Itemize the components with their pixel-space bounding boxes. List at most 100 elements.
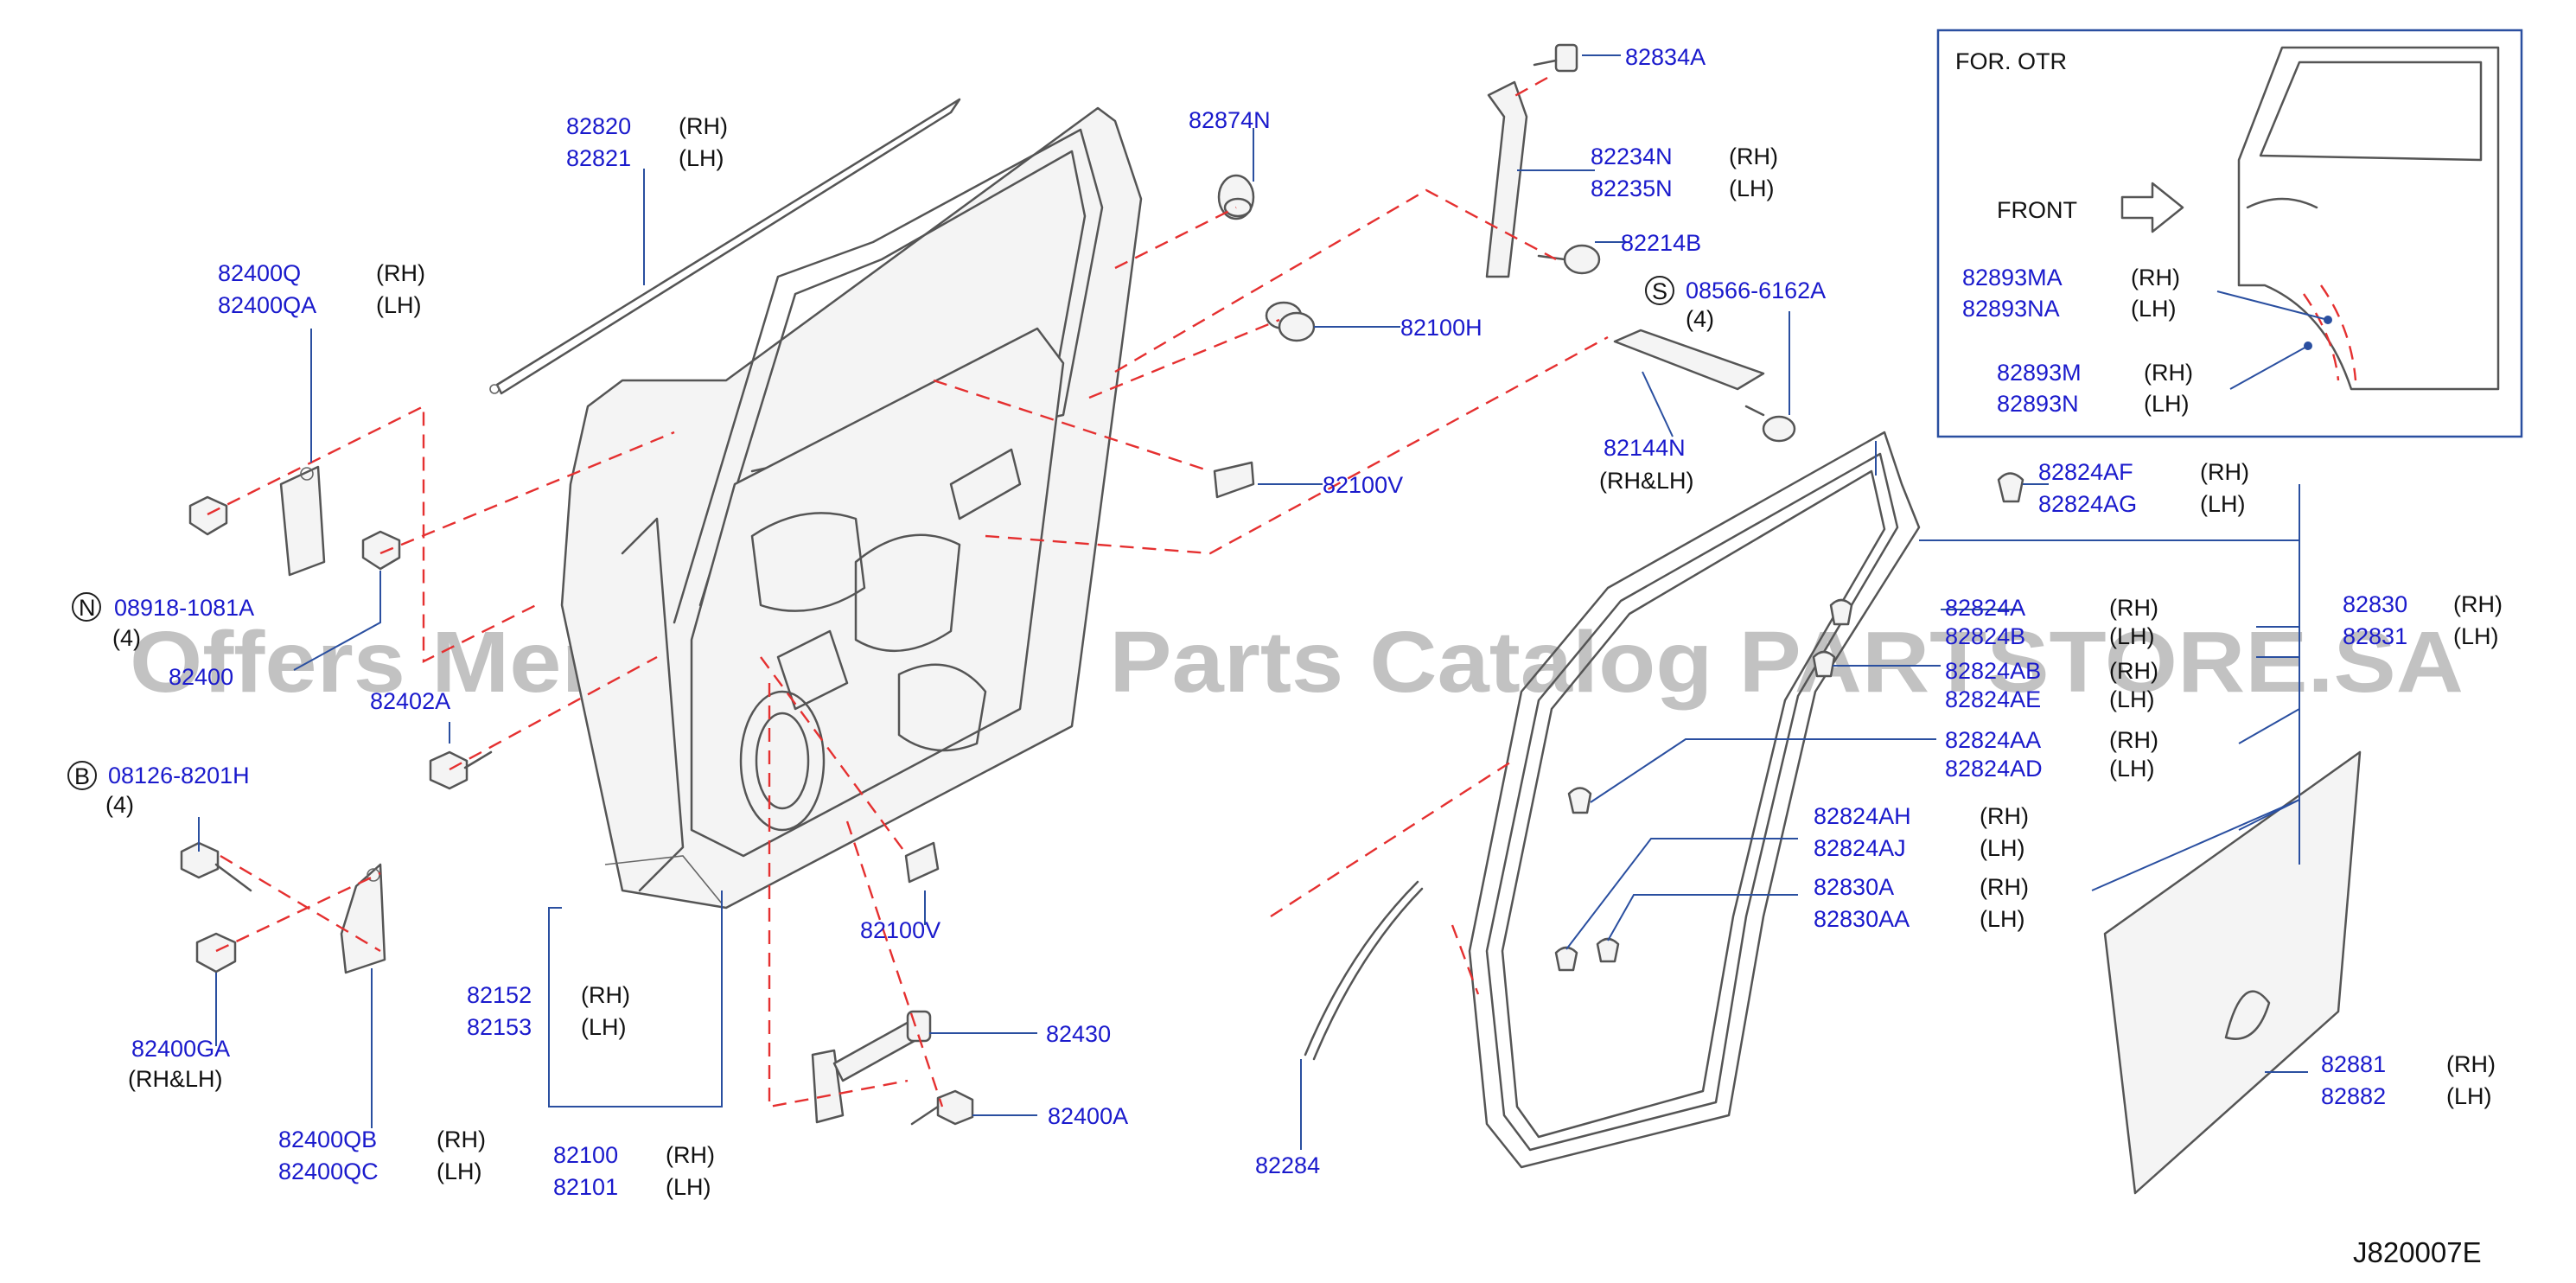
- label-08126-8201H: 08126-8201H: [108, 763, 250, 788]
- bolt-82402A-drawing: [429, 750, 493, 790]
- leader-lines: [198, 54, 2308, 1150]
- side-82400QC: (LH): [437, 1159, 482, 1184]
- side-82400Q: (RH): [376, 260, 425, 286]
- label-82284: 82284: [1255, 1152, 1320, 1178]
- label-08566-6162A: 08566-6162A: [1686, 278, 1826, 303]
- label-82824A: 82824A: [1945, 595, 2025, 621]
- side-82830A: (RH): [1980, 874, 2029, 900]
- bolt-82400A-drawing: [910, 1089, 974, 1126]
- s-circle-icon: [1645, 276, 1674, 305]
- side-82824A: (RH): [2109, 595, 2158, 621]
- side-82881: (RH): [2446, 1051, 2496, 1077]
- label-82100H: 82100H: [1400, 315, 1482, 341]
- side-82830: (RH): [2453, 591, 2503, 617]
- inset-panel: FOR. OTR FRONT 82893MA (RH) 82893NA (LH)…: [1936, 29, 2523, 438]
- check-link-82430-drawing: [811, 1010, 932, 1124]
- label-82824AB: 82824AB: [1945, 658, 2041, 684]
- side-82144N: (RH&LH): [1599, 468, 1694, 494]
- side-82821: (LH): [679, 145, 724, 171]
- label-82882: 82882: [2321, 1083, 2386, 1109]
- label-82824AJ: 82824AJ: [1814, 835, 1906, 861]
- bumper-82100H-drawing: [1265, 301, 1316, 342]
- sash-82234N-drawing: [1485, 80, 1528, 278]
- side-82824AB: (RH): [2109, 658, 2158, 684]
- watermark: Offers Merchant Auto Parts Catalog PARTS…: [130, 614, 2464, 711]
- label-82824B: 82824B: [1945, 623, 2025, 649]
- reference-code: J820007E: [2353, 1236, 2482, 1268]
- nuts-drawing: [188, 495, 401, 973]
- label-82214B: 82214B: [1621, 230, 1701, 256]
- side-82893NA: (LH): [2131, 296, 2177, 322]
- side-82824AF: (RH): [2200, 459, 2249, 485]
- label-82893M: 82893M: [1997, 360, 2082, 386]
- side-82882: (LH): [2446, 1083, 2492, 1109]
- label-82824AD: 82824AD: [1945, 756, 2043, 782]
- grommet-82874N-drawing: [1217, 174, 1255, 220]
- n-letter: N: [79, 595, 96, 621]
- side-82152: (RH): [581, 982, 630, 1008]
- inset-window-outline: [2259, 61, 2483, 162]
- side-82824B: (LH): [2109, 623, 2155, 649]
- side-82830AA: (LH): [1980, 906, 2025, 932]
- label-82400QA: 82400QA: [218, 292, 316, 318]
- label-82834A: 82834A: [1625, 44, 1706, 70]
- label-82830A: 82830A: [1814, 874, 1894, 900]
- label-82893N: 82893N: [1997, 391, 2079, 417]
- label-82144N: 82144N: [1604, 435, 1686, 461]
- label-82430: 82430: [1046, 1021, 1111, 1047]
- side-82400QB: (RH): [437, 1127, 486, 1152]
- n-circle-icon: [72, 592, 101, 622]
- label-82402A: 82402A: [370, 688, 450, 714]
- inset-front-label: FRONT: [1997, 197, 2077, 223]
- s-letter: S: [1652, 278, 1667, 304]
- label-82824AG: 82824AG: [2038, 491, 2137, 517]
- hinge-82400Q-drawing: [279, 465, 326, 577]
- bracket-82144N-drawing: [1613, 329, 1796, 443]
- side-82824AA: (RH): [2109, 727, 2158, 753]
- plug-82100V-drawing: [904, 461, 1255, 884]
- side-82824AJ: (LH): [1980, 835, 2025, 861]
- label-82100V-bottom: 82100V: [860, 917, 940, 943]
- b-circle-icon: [67, 761, 97, 790]
- qty-08126: (4): [105, 792, 134, 818]
- side-82234N: (RH): [1729, 144, 1778, 169]
- assembly-dashed-lines: [207, 76, 1609, 1108]
- side-82100: (RH): [666, 1142, 715, 1168]
- label-82893NA: 82893NA: [1962, 296, 2060, 322]
- label-82400QC: 82400QC: [278, 1159, 379, 1184]
- weatherstrip-seal-drawing: [1468, 431, 1921, 1169]
- label-82830: 82830: [2343, 591, 2407, 617]
- label-82874N: 82874N: [1189, 107, 1271, 133]
- clips-drawing: [1554, 472, 2024, 972]
- label-82400-partial: 82400: [169, 664, 233, 690]
- side-82820: (RH): [679, 113, 728, 139]
- side-82101: (LH): [666, 1174, 711, 1200]
- label-82824AF: 82824AF: [2038, 459, 2133, 485]
- label-82824AH: 82824AH: [1814, 803, 1911, 829]
- screen-82881-drawing: [2103, 750, 2362, 1195]
- screw-82214B-drawing: [1537, 244, 1601, 275]
- label-82101: 82101: [553, 1174, 618, 1200]
- label-82234N: 82234N: [1591, 144, 1673, 169]
- strip-82284-drawing: [1304, 880, 1424, 1061]
- door-shell-drawing: [560, 106, 1143, 910]
- label-82235N: 82235N: [1591, 176, 1673, 201]
- side-82400GA: (RH&LH): [128, 1066, 223, 1092]
- side-82824AE: (LH): [2109, 686, 2155, 712]
- side-82893M: (RH): [2144, 360, 2193, 386]
- inset-door-outline: [2237, 46, 2500, 391]
- label-82100V-top: 82100V: [1323, 472, 1403, 498]
- label-82881: 82881: [2321, 1051, 2386, 1077]
- window-moulding-82820-drawing: [489, 98, 961, 395]
- label-82152: 82152: [467, 982, 532, 1008]
- hinge-82400QB-drawing: [340, 863, 386, 974]
- side-82824AH: (RH): [1980, 803, 2029, 829]
- label-82153: 82153: [467, 1014, 532, 1040]
- inset-title: FOR. OTR: [1955, 48, 2067, 74]
- label-82100: 82100: [553, 1142, 618, 1168]
- label-82400A: 82400A: [1048, 1103, 1128, 1129]
- screw-82834A-drawing: [1533, 43, 1578, 73]
- label-82400GA: 82400GA: [131, 1036, 230, 1062]
- label-82820: 82820: [566, 113, 631, 139]
